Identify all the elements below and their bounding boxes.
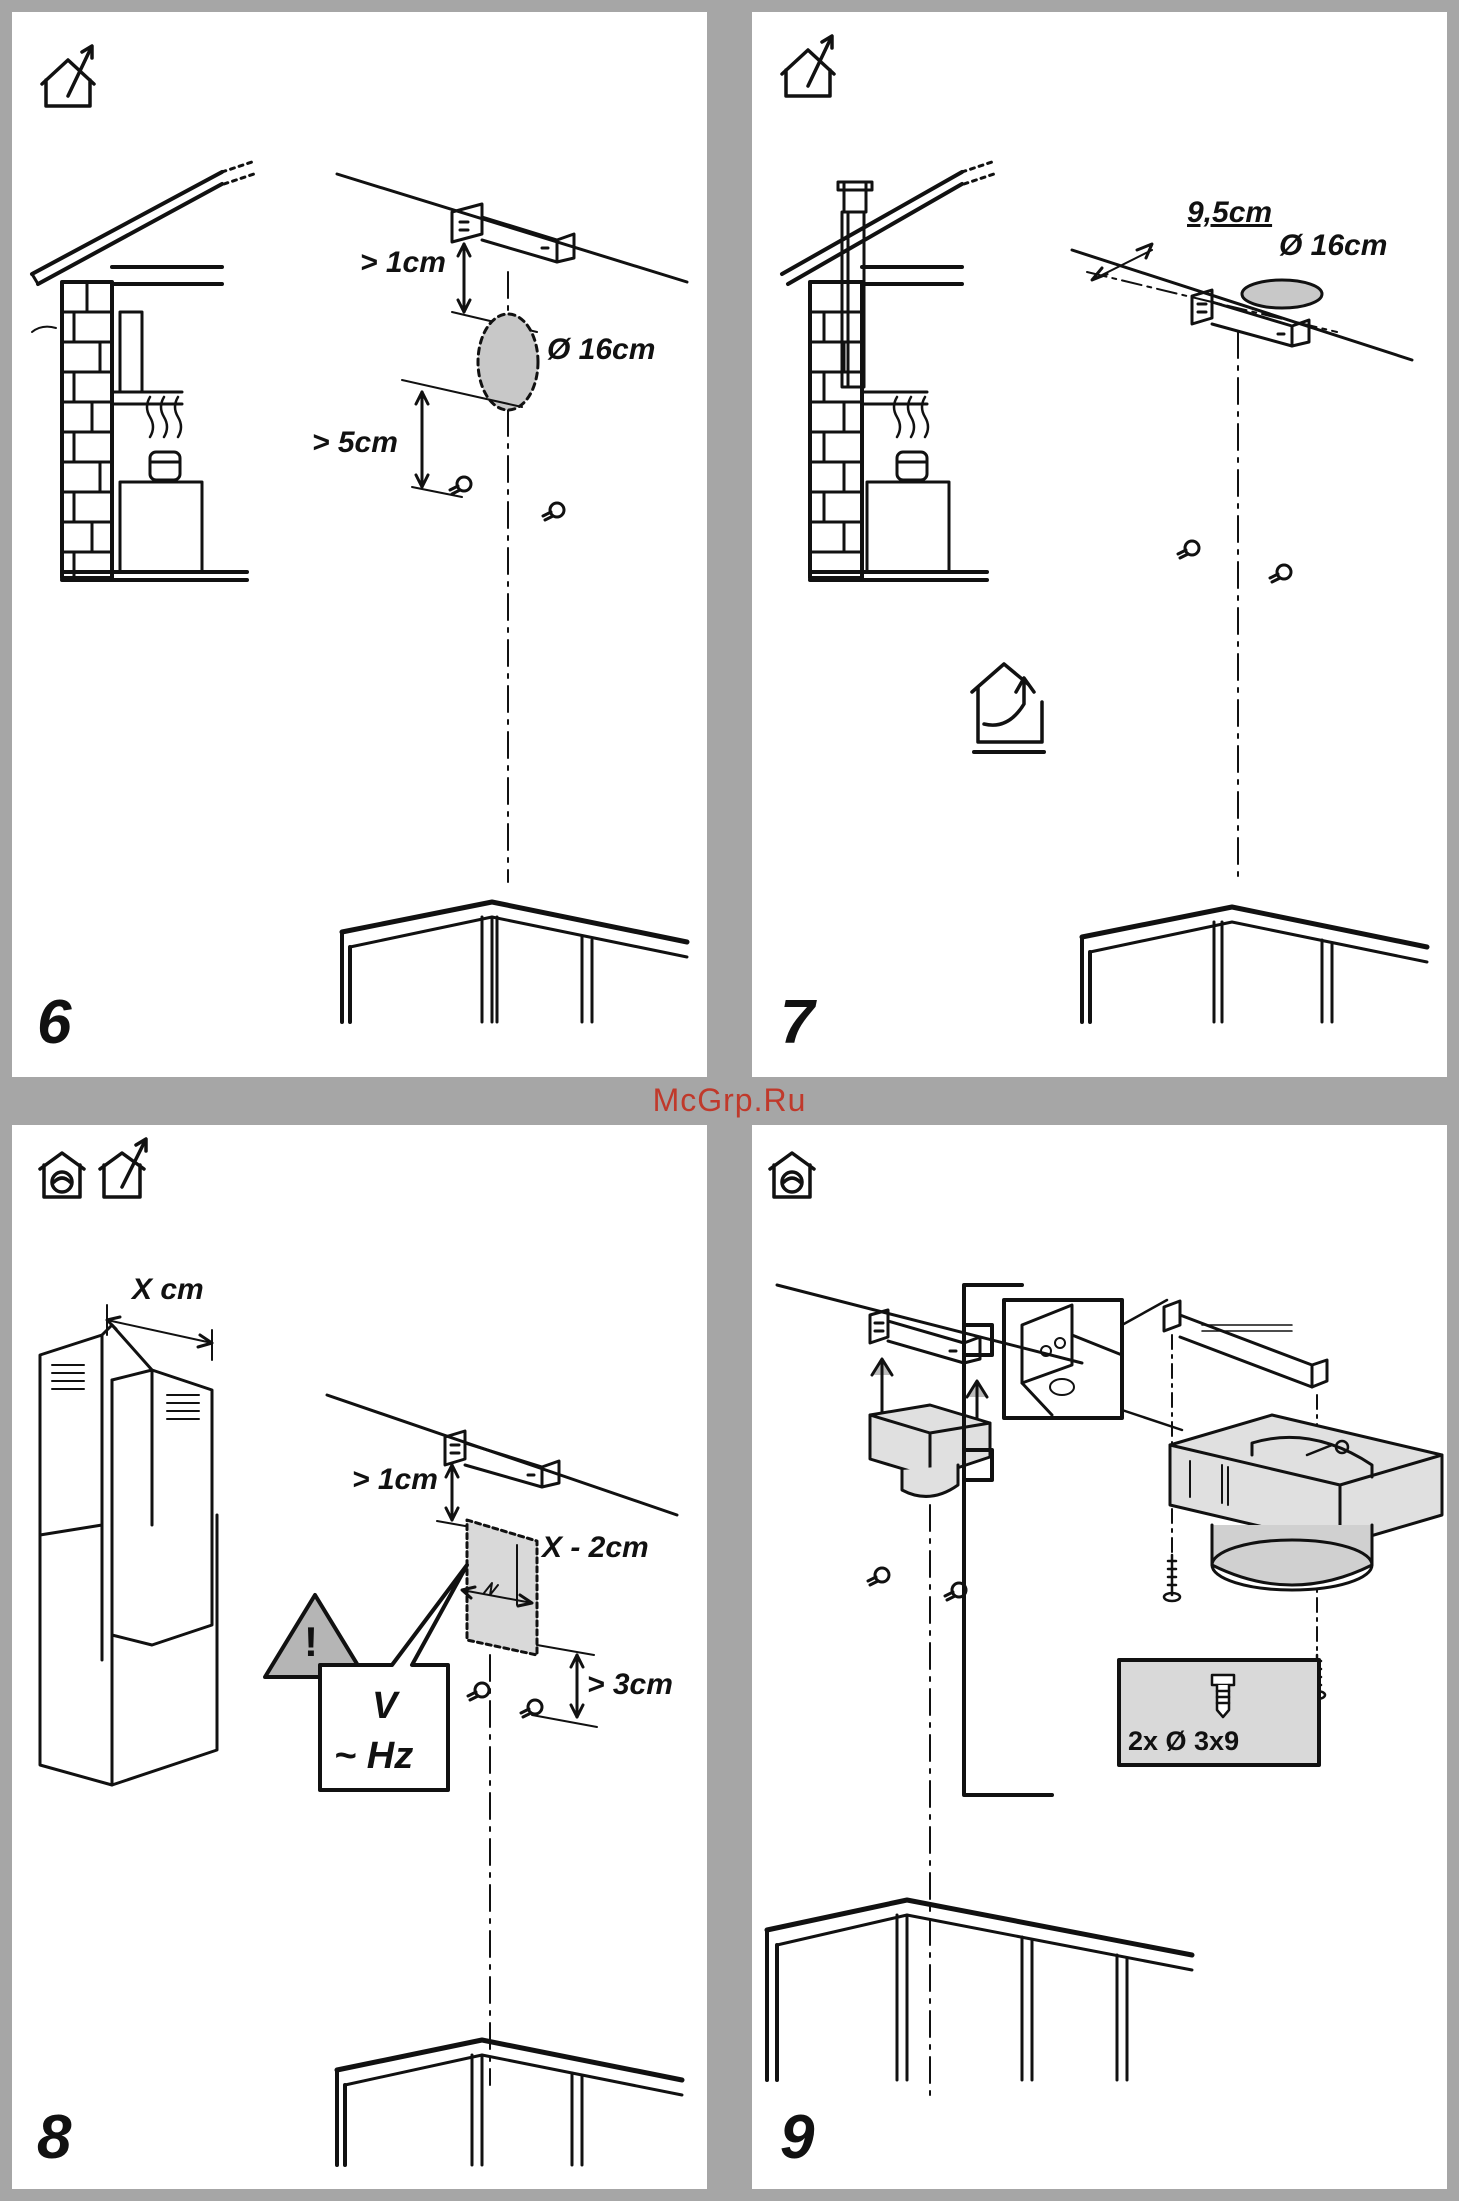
label-frequency: ~ Hz xyxy=(334,1737,413,1775)
label-gap-top: > 1cm xyxy=(360,248,446,278)
label-chimney-width: X cm xyxy=(132,1275,204,1305)
inset-detail xyxy=(1004,1300,1182,1430)
step-number: 7 xyxy=(780,992,814,1054)
step-number: 9 xyxy=(780,2107,814,2169)
arrow-up-left xyxy=(872,1359,892,1415)
step-number: 8 xyxy=(37,2107,71,2169)
hood-top-illustration xyxy=(337,2040,682,2165)
hood-top-illustration xyxy=(767,1900,1192,2080)
label-offset: 9,5cm xyxy=(1187,198,1272,228)
filter-mode-icon xyxy=(770,1153,814,1197)
label-socket-width: X - 2cm xyxy=(542,1533,649,1563)
panel-step-9: 2x Ø 3x9 9 xyxy=(752,1125,1447,2189)
panel-step-6: > 1cm Ø 16cm > 5cm 6 xyxy=(12,12,707,1077)
hole-ellipse xyxy=(1242,280,1322,308)
wall-screw-icon xyxy=(468,1683,542,1717)
label-gap-top: > 1cm xyxy=(352,1465,438,1495)
house-illustration xyxy=(782,162,994,580)
house-illustration xyxy=(32,162,254,580)
wall-screw-icon xyxy=(1178,541,1291,582)
socket-area xyxy=(467,1520,537,1655)
zoom-bracket xyxy=(964,1285,1052,1795)
ducted-extraction-icon xyxy=(100,1139,146,1197)
label-voltage: V xyxy=(372,1687,397,1725)
chimney-illustration xyxy=(40,1325,217,1785)
hood-top-illustration xyxy=(1082,907,1427,1022)
wall-screw-icon xyxy=(868,1568,966,1600)
recirculation-icon xyxy=(972,664,1044,752)
panel-step-7: 9,5cm Ø 16cm 7 xyxy=(752,12,1447,1077)
panel-7-drawing xyxy=(752,12,1447,1077)
panel-9-drawing xyxy=(752,1125,1447,2189)
bracket-icon xyxy=(445,1431,559,1487)
panel-step-8: X cm > 1cm X - 2cm > 3cm ! V ~ Hz 8 xyxy=(12,1125,707,2189)
label-hole-diameter: Ø 16cm xyxy=(547,335,655,365)
label-gap-bottom: > 3cm xyxy=(587,1670,673,1700)
step-number: 6 xyxy=(37,992,71,1054)
label-screw-spec: 2x Ø 3x9 xyxy=(1128,1728,1239,1755)
label-gap-bottom: > 5cm xyxy=(312,428,398,458)
hole-ellipse xyxy=(478,314,538,410)
hood-top-illustration xyxy=(342,902,687,1022)
ducted-extraction-icon xyxy=(782,36,834,96)
label-hole-diameter: Ø 16cm xyxy=(1279,231,1387,261)
ducted-extraction-icon xyxy=(42,46,94,106)
panel-6-drawing xyxy=(12,12,707,1077)
watermark: McGrp.Ru xyxy=(0,1082,1459,1119)
ceiling-line xyxy=(777,1285,1082,1363)
filter-mode-icon xyxy=(40,1153,84,1197)
ceiling-line xyxy=(1072,250,1412,360)
warning-mark: ! xyxy=(304,1621,318,1663)
bracket-icon xyxy=(1164,1301,1327,1387)
panel-8-drawing xyxy=(12,1125,707,2189)
duct-adapter-large xyxy=(1170,1415,1442,1590)
